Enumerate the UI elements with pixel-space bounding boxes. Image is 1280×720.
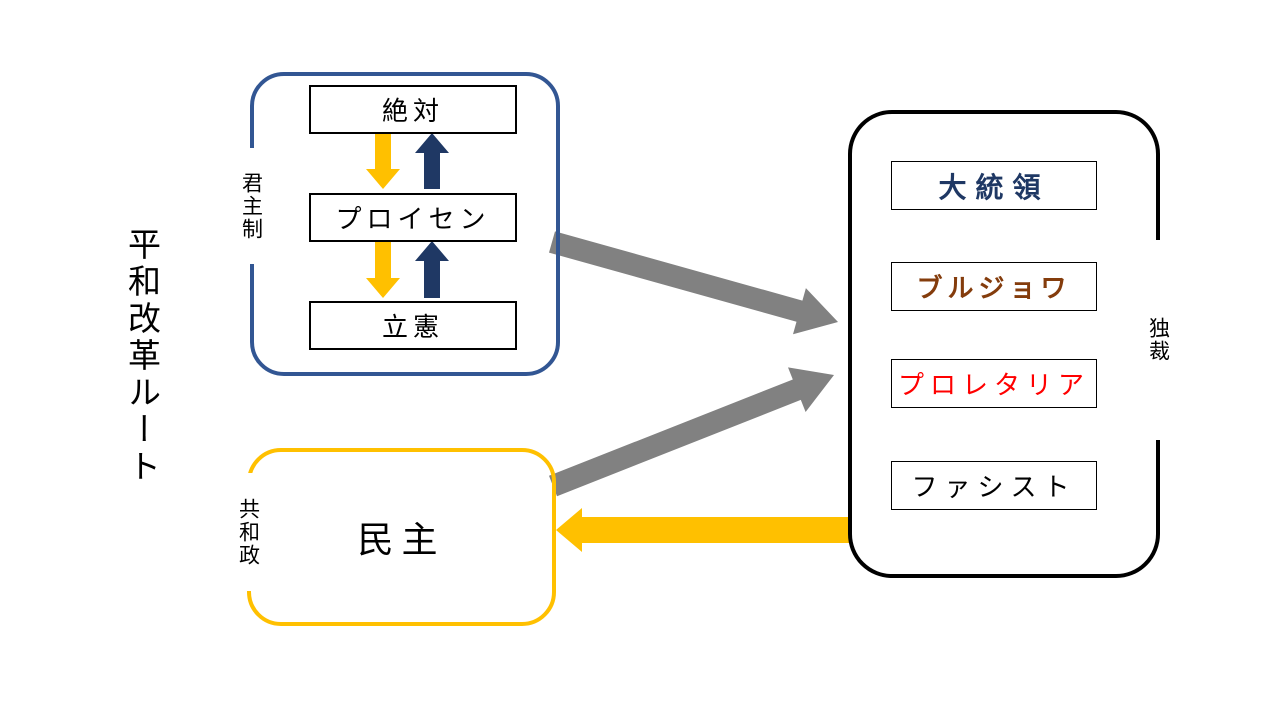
arrow-constitutional-to-preussen-up [415,241,449,298]
node-president: 大統領 [891,161,1097,210]
group-republic: 共和政 民主 [233,448,556,626]
node-proletariat: プロレタリア [891,359,1097,408]
group-monarchy: 君主制 絶対 プロイセン 立憲 [236,72,560,376]
node-preussen: プロイセン [309,193,517,242]
group-dictatorship: 独裁 大統領 ブルジョワ プロレタリア ファシスト [848,110,1174,578]
node-fascist: ファシスト [891,461,1097,510]
group-label-dictatorship: 独裁 [1142,240,1174,440]
arrow-absolute-to-preussen-down [366,133,400,189]
diagram-title: 平和改革ルート [123,226,161,486]
group-label-monarchy: 君主制 [236,148,266,264]
arrow-republic-to-dictatorship [549,367,834,497]
node-bourgeois: ブルジョワ [891,262,1097,311]
node-democracy: 民主 [357,519,446,560]
arrow-monarchy-to-dictatorship [549,231,838,335]
arrow-preussen-to-constitutional-down [366,241,400,298]
arrow-dictatorship-to-republic [556,508,849,552]
arrow-preussen-to-absolute-up [415,133,449,189]
group-label-republic: 共和政 [233,473,263,591]
node-absolute-monarchy: 絶対 [309,85,517,134]
node-constitutional: 立憲 [309,301,517,350]
